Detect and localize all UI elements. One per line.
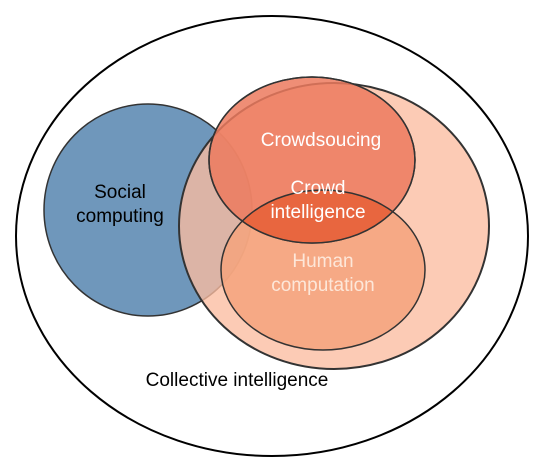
crowdsourcing-label: Crowdsoucing [261,130,381,151]
collective-intelligence-label: Collective intelligence [146,370,329,391]
human-computation-label-line2: computation [271,275,375,296]
social-computing-label-line1: Social [94,182,146,203]
crowd-intelligence-label-line1: Crowd [291,178,346,199]
crowd-intelligence-label-line2: intelligence [270,202,365,223]
social-computing-label-line2: computing [76,206,164,227]
human-computation-label-line1: Human [292,251,353,272]
